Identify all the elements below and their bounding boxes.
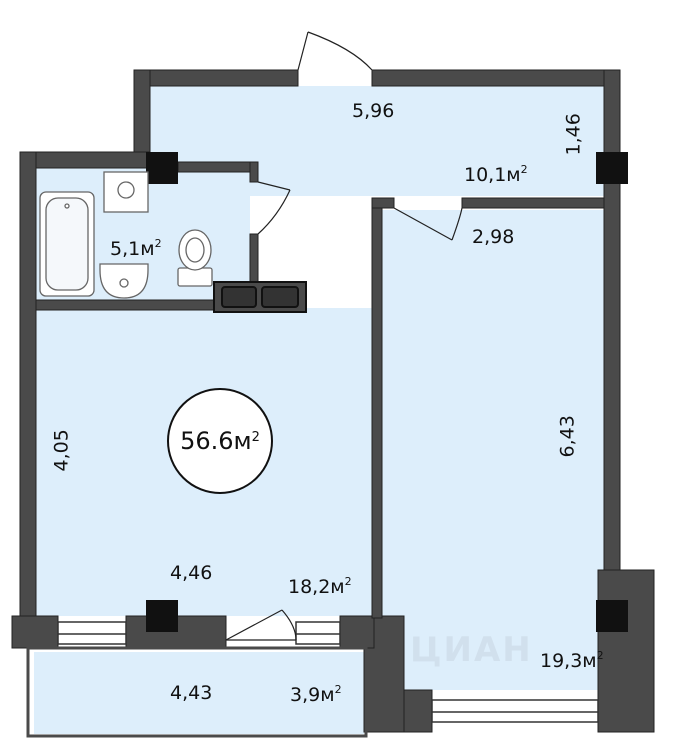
total-area-sup: 2	[251, 429, 260, 445]
living-length-label: 4,05	[50, 429, 73, 472]
doors	[225, 31, 463, 641]
bedroom-area-sup: 2	[596, 649, 604, 662]
wall-right	[603, 69, 621, 617]
wall-bedroom-top-left	[371, 197, 395, 209]
column-bedroom-bottom	[596, 600, 628, 632]
wall-living-bottom-right	[339, 615, 375, 649]
hallway-area-value: 10,1м	[464, 164, 521, 186]
watermark: ЦИАН	[410, 630, 533, 670]
vent-shaft-2	[261, 286, 299, 308]
vent-shaft-1	[221, 286, 257, 308]
balcony-outline	[26, 646, 368, 738]
balcony-door-swing	[225, 609, 297, 641]
wall-left	[19, 151, 37, 617]
wall-living-bottom-left	[11, 615, 59, 649]
bathroom-fixtures	[39, 171, 213, 299]
column-hall-right	[596, 152, 628, 184]
wall-right-pier	[597, 569, 655, 733]
columns	[146, 152, 628, 632]
living-area-label: 18,2м2	[288, 575, 352, 598]
wall-notch-horizontal	[19, 151, 151, 169]
balcony-width-label: 4,43	[170, 682, 213, 704]
bathroom-area-sup: 2	[154, 237, 162, 250]
living-area-value: 18,2м	[288, 576, 345, 598]
bedroom-door-swing	[393, 207, 463, 241]
wall-top-left	[133, 69, 299, 87]
column-hall-left	[146, 152, 178, 184]
balcony-area-value: 3,9м	[290, 684, 335, 706]
balcony-floor	[34, 652, 364, 734]
bedroom-floor	[380, 210, 604, 690]
hall-width-label: 5,96	[352, 100, 395, 122]
window-living-right	[295, 621, 341, 645]
windows	[57, 621, 599, 723]
sink-bowl	[117, 181, 135, 199]
balcony-rail	[26, 646, 368, 738]
bedroom-area-label: 19,3м2	[540, 649, 604, 672]
wall-bathroom-bottom	[35, 299, 217, 311]
wall-bathroom-right-lower	[249, 233, 259, 285]
hall-depth-label: 1,46	[562, 113, 585, 156]
bathroom-area-label: 5,1м2	[110, 237, 162, 260]
wall-bedroom-top-right	[461, 197, 605, 209]
bedroom-door-span-label: 2,98	[472, 226, 515, 248]
entrance-door-swing	[297, 31, 373, 71]
balcony-area-sup: 2	[334, 683, 342, 696]
balcony-area-label: 3,9м2	[290, 683, 342, 706]
hallway-area-sup: 2	[520, 163, 528, 176]
bedroom-length-label: 6,43	[556, 415, 579, 458]
wall-top-right	[371, 69, 613, 87]
window-living-left	[57, 621, 127, 645]
wall-bedroom-left	[371, 197, 383, 619]
column-living-bottom	[146, 600, 178, 632]
living-width-label: 4,46	[170, 562, 213, 584]
toilet-tank	[177, 267, 213, 287]
bedroom-area-value: 19,3м	[540, 650, 597, 672]
total-area-value: 56.6м	[180, 427, 252, 455]
bathtub-inner	[45, 197, 89, 291]
bathroom-area-value: 5,1м	[110, 238, 155, 260]
wall-bathroom-right	[249, 161, 259, 183]
wall-bathroom-top	[177, 161, 257, 173]
bathtub-drain	[64, 203, 70, 209]
outer-walls	[11, 69, 655, 733]
bathroom-door-swing	[257, 181, 291, 235]
living-area-sup: 2	[344, 575, 352, 588]
wall-bedroom-sill	[403, 689, 433, 733]
vent-shafts	[213, 281, 307, 313]
hallway-area-label: 10,1м2	[464, 163, 528, 186]
room-floors	[34, 86, 604, 734]
window-bedroom	[431, 699, 599, 723]
